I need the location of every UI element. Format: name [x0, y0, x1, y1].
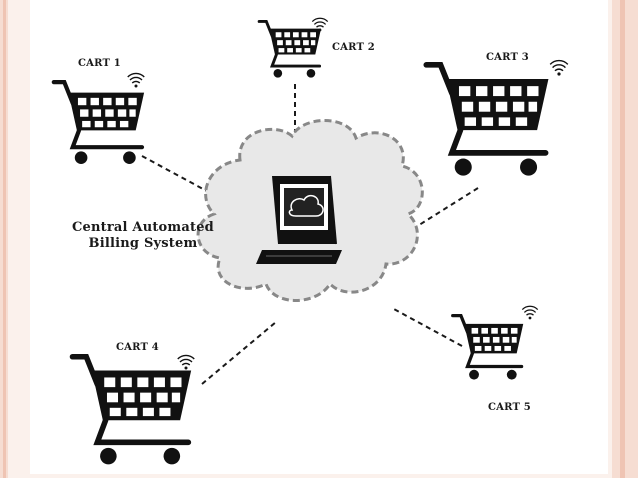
diagram-image: Central Automated Billing System CART 1 …	[30, 0, 608, 474]
link-cart1	[141, 155, 217, 197]
central-line-1: Central Automated	[72, 220, 214, 235]
cart-5-label: CART 5	[488, 402, 531, 413]
cart-1-icon	[54, 72, 144, 164]
cart-4-label: CART 4	[116, 342, 159, 353]
connection-lines	[141, 84, 479, 385]
cart-1-label: CART 1	[78, 58, 121, 69]
cart-3-label: CART 3	[486, 52, 529, 63]
link-cart4	[201, 321, 277, 385]
computer-icon	[256, 175, 342, 264]
cart-2-label: CART 2	[332, 42, 375, 53]
slide-left-border	[0, 0, 8, 478]
network-diagram	[30, 17, 569, 474]
link-cart5	[391, 307, 463, 347]
link-cart3	[407, 187, 479, 233]
central-line-2: Billing System	[88, 236, 198, 251]
cart-2-icon	[257, 17, 329, 80]
cart-5-icon	[451, 305, 539, 382]
slide-right-border	[612, 0, 638, 478]
cart-3-icon	[426, 59, 569, 176]
cart-4-icon	[72, 355, 195, 464]
central-system-label: Central Automated Billing System	[72, 220, 214, 252]
